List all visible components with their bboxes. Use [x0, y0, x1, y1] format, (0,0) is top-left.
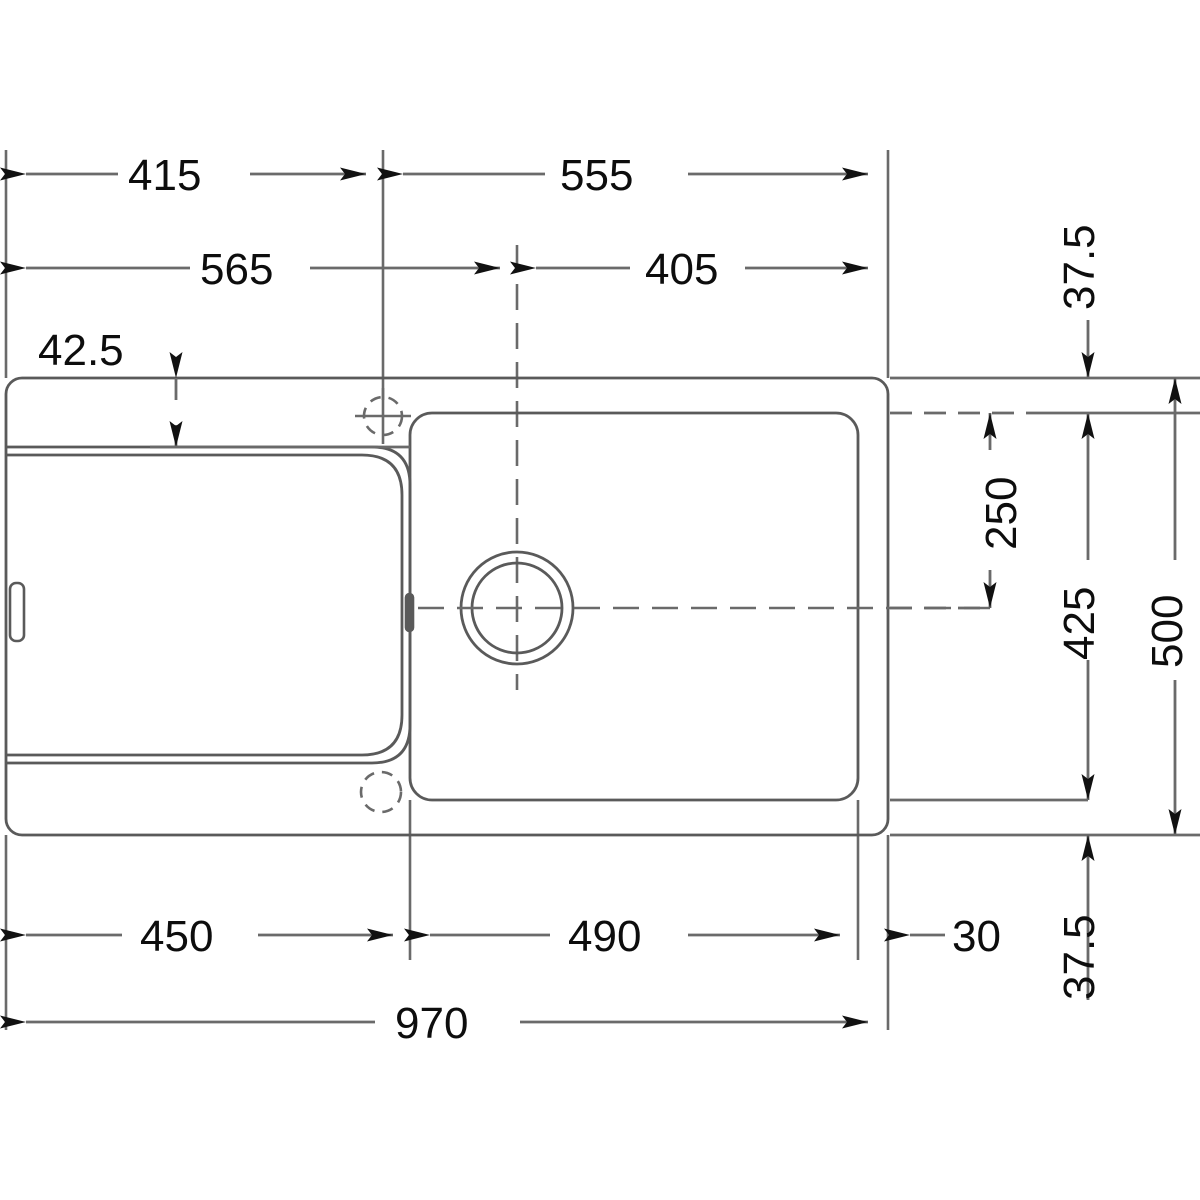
dim-label-450: 450 [140, 912, 213, 961]
overflow-slot-bowl [404, 592, 415, 633]
dim-label-405: 405 [645, 245, 718, 294]
dim-line-500 [890, 378, 1200, 837]
dim-line-42-5 [150, 352, 410, 449]
dim-label-565: 565 [200, 245, 273, 294]
dim-label-42-5: 42.5 [38, 326, 124, 375]
right-bowl-outline [408, 411, 860, 802]
overflow-slot-left [8, 581, 26, 643]
tap-hole-marker-upper [355, 388, 411, 444]
drainboard-inner-recess [6, 453, 404, 757]
left-drainboard-recess [6, 445, 412, 765]
dim-line-250 [890, 413, 997, 610]
dim-line-37-5-top [890, 320, 1200, 560]
dim-label-490: 490 [568, 912, 641, 961]
dim-label-250: 250 [977, 477, 1026, 550]
sink-outer-outline [4, 376, 890, 837]
dim-label-30: 30 [952, 912, 1001, 961]
dim-line-425 [890, 660, 1095, 802]
dim-label-37-5-top: 37.5 [1055, 224, 1104, 310]
dim-label-970: 970 [395, 999, 468, 1048]
tap-hole-marker-lower [359, 770, 403, 814]
dim-label-500: 500 [1143, 595, 1192, 668]
dim-label-425: 425 [1055, 587, 1104, 660]
extension-lines [4, 150, 890, 1030]
dim-label-37-5-bottom: 37.5 [1055, 914, 1104, 1000]
dim-label-415: 415 [128, 151, 201, 200]
dim-label-555: 555 [560, 151, 633, 200]
